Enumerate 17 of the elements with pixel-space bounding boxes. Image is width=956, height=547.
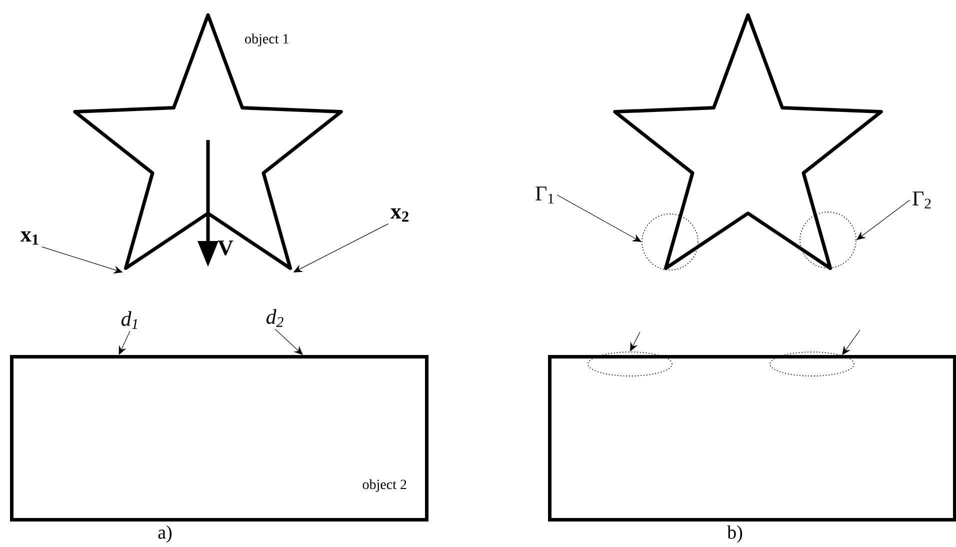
dotted-circle [642, 214, 698, 270]
object-label: object 2 [362, 479, 406, 492]
symbol-label: d$_{1}$ [121, 311, 138, 329]
star-outline [613, 13, 883, 270]
symbol-label: x$_{2}$ [390, 208, 408, 222]
symbol-label: Γ$_{2}$ [912, 192, 931, 208]
dotted-ellipse [770, 352, 854, 376]
symbol-label: d$_{2}$ [266, 309, 284, 327]
symbol-label: Γ$_{1}$ [536, 186, 554, 204]
leader-arrow [274, 328, 303, 355]
dotted-circle [800, 212, 856, 268]
vector-label: V [218, 240, 234, 256]
rectangle [10, 355, 428, 522]
object-label: object 1 [245, 34, 288, 46]
symbol-label: x$_{1}$ [20, 231, 38, 245]
leader-arrow [118, 330, 130, 355]
dotted-ellipse [588, 352, 672, 376]
